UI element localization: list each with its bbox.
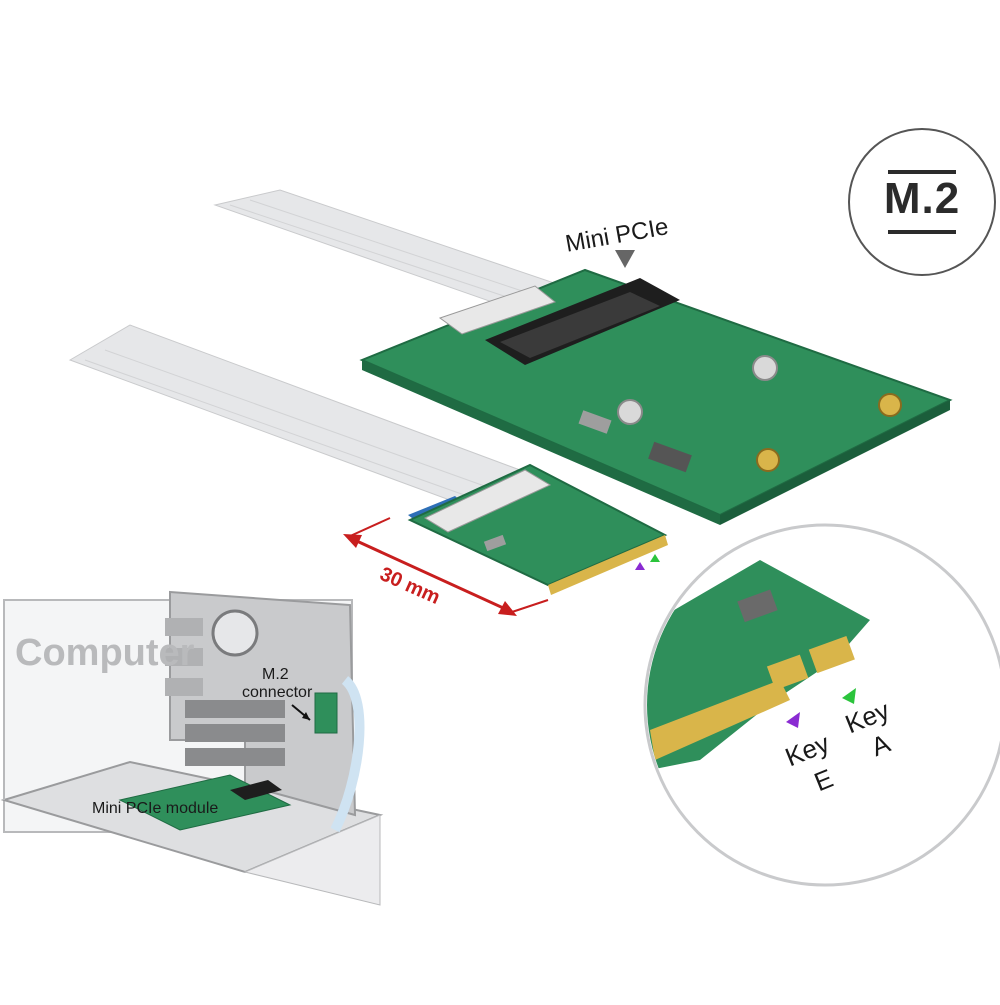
key-a-arrow <box>842 688 856 704</box>
mini-pcie-pointer <box>615 250 635 268</box>
zoom-detail <box>643 523 1000 887</box>
mini-pcie-board <box>359 268 953 525</box>
m2-badge: M.2 <box>848 128 996 276</box>
badge-overline <box>888 170 956 174</box>
badge-underline <box>888 230 956 234</box>
key-a-small-arrow <box>650 554 660 562</box>
key-e-arrow <box>786 712 800 728</box>
m2-card <box>407 463 668 595</box>
mini-pcie-module-label: Mini PCIe module <box>92 800 219 817</box>
badge-text: M.2 <box>883 174 961 223</box>
dimension-arrow <box>343 517 549 616</box>
m2-connector-label-line1: M.2 <box>262 666 289 683</box>
key-e-small-arrow <box>635 562 645 570</box>
computer-label: Computer <box>15 632 195 674</box>
computer-case <box>0 590 384 906</box>
m2-connector-label-line2: connector <box>242 684 313 701</box>
